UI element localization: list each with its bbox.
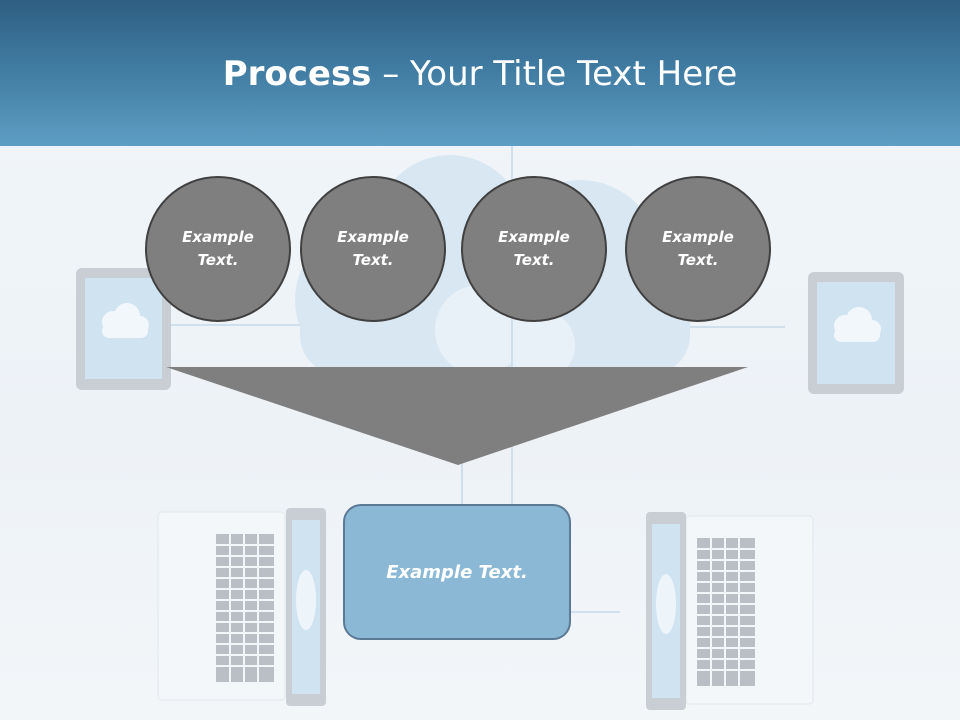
laptop-left-icon: [157, 508, 326, 706]
funnel-triangle: [166, 367, 748, 465]
title-rest: – Your Title Text Here: [371, 54, 738, 94]
title-strong: Process: [222, 54, 372, 94]
process-step-label: Example Text.: [662, 228, 734, 269]
result-label: Example Text.: [386, 561, 528, 583]
result-box[interactable]: Example Text.: [343, 504, 571, 640]
process-step-2[interactable]: Example Text.: [300, 176, 446, 322]
process-step-1[interactable]: Example Text.: [145, 176, 291, 322]
title-banner: Process – Your Title Text Here: [0, 0, 960, 146]
page-title: Process – Your Title Text Here: [0, 52, 960, 96]
cloud-inner-icon: [435, 285, 575, 380]
laptop-right-icon: [646, 512, 814, 710]
process-step-label: Example Text.: [182, 228, 254, 269]
process-step-3[interactable]: Example Text.: [461, 176, 607, 322]
tablet-left-icon: [76, 268, 171, 390]
process-step-label: Example Text.: [337, 228, 409, 269]
process-step-label: Example Text.: [498, 228, 570, 269]
process-step-4[interactable]: Example Text.: [625, 176, 771, 322]
tablet-right-icon: [808, 272, 904, 394]
